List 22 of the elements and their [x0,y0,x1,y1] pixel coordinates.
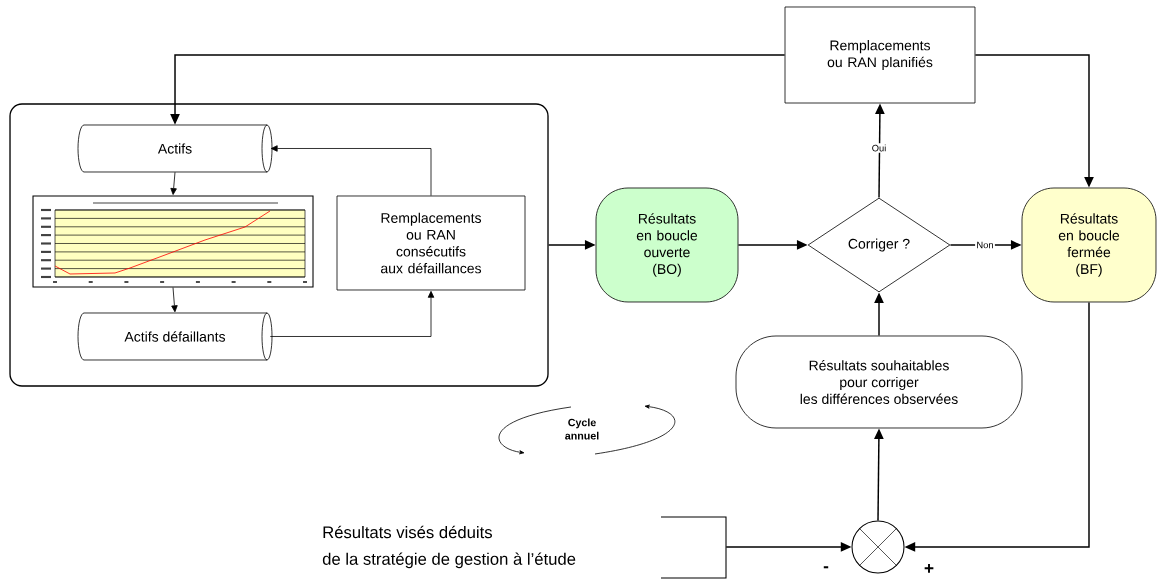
summing-junction [851,520,905,574]
result-box: Résultats en boucle fermée (BF) [1021,187,1157,303]
sign-label: - [823,566,829,569]
arrow [170,171,177,195]
cycle-label: Cycle annuel [565,418,599,440]
result-box: Résultats en boucle ouverte (BO) [595,187,739,303]
node-label: Actifs [157,143,192,154]
process-box: Remplacements ou RAN planifiés [784,6,976,104]
process-box: Remplacements ou RAN consécutifs aux défaillances [336,195,526,291]
arrow [171,287,178,313]
edge-label: Non [975,240,995,250]
chart-drawing [32,195,314,288]
storage-cylinder: Actifs défaillants [77,312,273,361]
storage-cylinder: Actifs [77,124,273,173]
sign-label: + [924,563,934,573]
rounded-panel [9,103,549,387]
rounded-box: Résultats souhaitables pour corriger les différences observées [735,335,1023,429]
edge-label: Oui [870,143,888,153]
arrow [269,290,435,337]
target-text: Résultats visés déduits de la stratégie de gestion à l’étude [322,516,727,579]
node-label: Actifs défaillants [124,331,226,342]
arrow [270,145,432,196]
